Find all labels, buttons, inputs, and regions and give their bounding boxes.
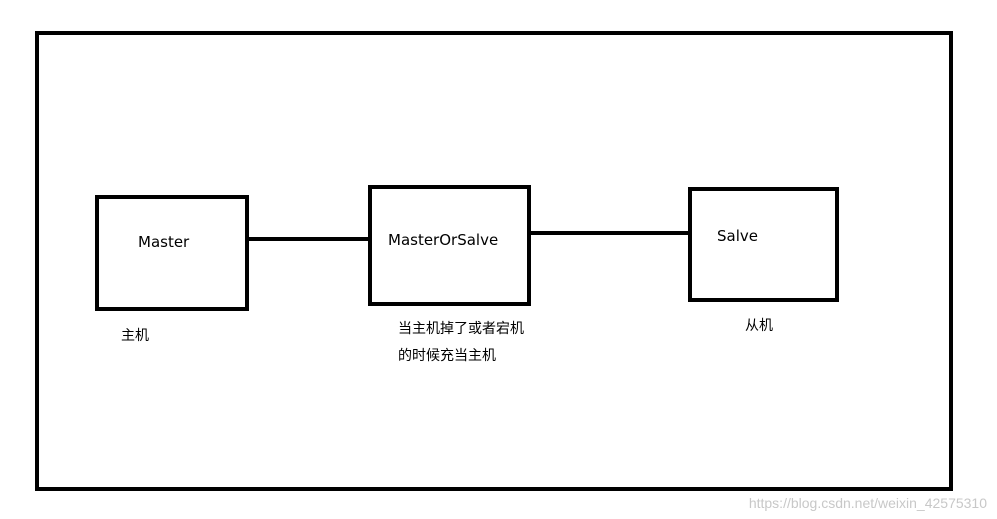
salve-node — [688, 187, 839, 302]
salve-node-label: Salve — [717, 227, 758, 245]
master-caption: 主机 — [121, 328, 149, 344]
masterorsalve-caption-line2: 的时候充当主机 — [398, 348, 496, 364]
masterorsalve-to-salve-connector — [527, 231, 688, 235]
masterorsalve-caption-line1: 当主机掉了或者宕机 — [398, 321, 524, 337]
master-to-masterorsalve-connector — [245, 237, 368, 241]
masterorsalve-node — [368, 185, 531, 306]
master-node — [95, 195, 249, 311]
diagram-frame — [35, 31, 953, 491]
master-node-label: Master — [138, 233, 190, 251]
salve-caption: 从机 — [745, 318, 773, 334]
watermark-url: https://blog.csdn.net/weixin_42575310 — [748, 495, 987, 511]
masterorsalve-node-label: MasterOrSalve — [388, 231, 499, 249]
